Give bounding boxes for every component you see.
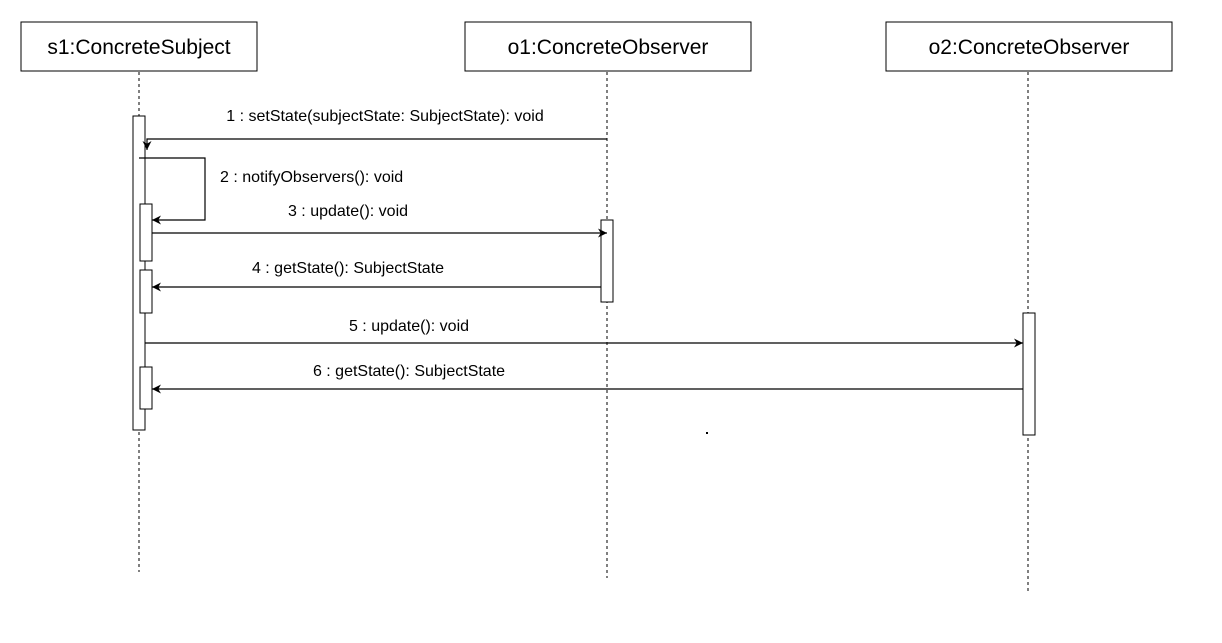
activation-s1-getstate-2 <box>139 366 153 410</box>
message-6[interactable]: 6 : getState(): SubjectState <box>152 363 1023 394</box>
lifeline-s1-title: s1:ConcreteSubject <box>47 36 230 59</box>
message-3-label: 3 : update(): void <box>288 203 408 220</box>
message-5-label: 5 : update(): void <box>349 318 469 335</box>
stray-dot <box>706 432 708 434</box>
lifeline-o1-title: o1:ConcreteObserver <box>508 36 709 59</box>
message-3[interactable]: 3 : update(): void <box>152 203 607 238</box>
activation-s1-notify <box>139 203 153 262</box>
lifeline-s1: s1:ConcreteSubject <box>20 21 258 572</box>
lifeline-o2-header[interactable] <box>885 21 1173 72</box>
activation-s1-getstate-1 <box>139 269 153 314</box>
message-1[interactable]: 1 : setState(subjectState: SubjectState)… <box>142 108 607 150</box>
message-1-arrow <box>142 138 607 150</box>
message-2[interactable]: 2 : notifyObservers(): void <box>139 157 403 225</box>
lifeline-o1: o1:ConcreteObserver <box>464 21 752 578</box>
lifeline-o1-header[interactable] <box>464 21 752 72</box>
message-6-label: 6 : getState(): SubjectState <box>313 363 505 380</box>
message-2-label: 2 : notifyObservers(): void <box>220 169 403 186</box>
lifeline-o2: o2:ConcreteObserver <box>885 21 1173 593</box>
activation-o1-update <box>600 219 614 303</box>
lifeline-o2-title: o2:ConcreteObserver <box>929 36 1130 59</box>
message-5[interactable]: 5 : update(): void <box>145 318 1023 348</box>
message-2-arrow <box>139 157 206 225</box>
message-4[interactable]: 4 : getState(): SubjectState <box>152 260 601 292</box>
lifeline-s1-header[interactable] <box>20 21 258 72</box>
activation-o2-update <box>1022 312 1036 436</box>
message-1-label: 1 : setState(subjectState: SubjectState)… <box>226 108 544 125</box>
message-4-label: 4 : getState(): SubjectState <box>252 260 444 277</box>
